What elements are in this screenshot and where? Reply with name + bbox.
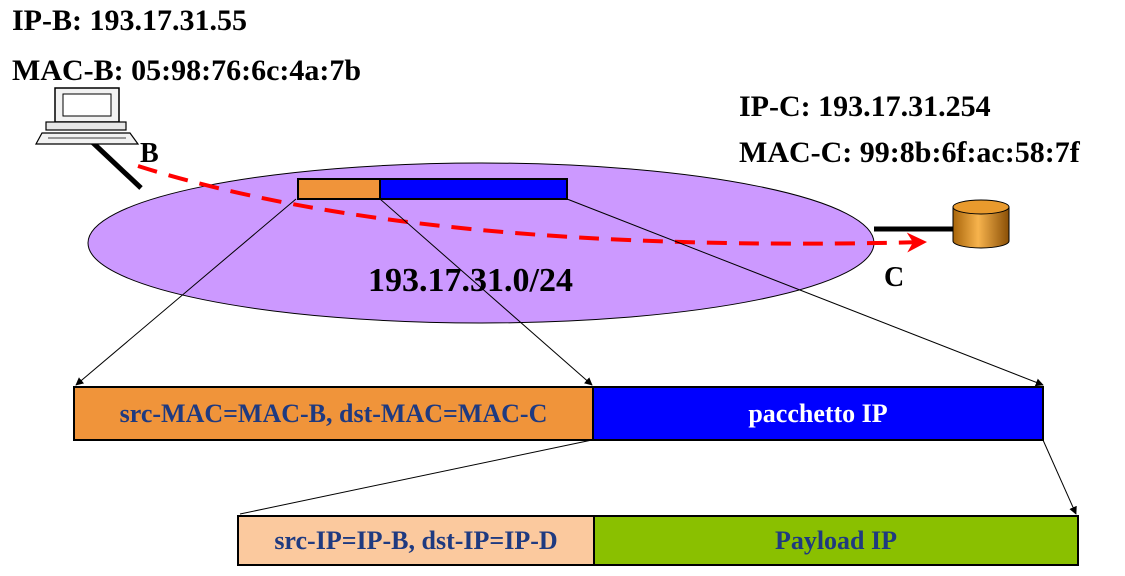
zoom-line [379,198,593,386]
ip-header-field: src-IP=IP-B, dst-IP=IP-D [237,515,595,566]
node-b-label: B [140,138,159,169]
subnet-label: 193.17.31.0/24 [368,262,573,299]
host-b-cable [88,138,143,190]
frame-header-field: src-MAC=MAC-B, dst-MAC=MAC-C [73,386,594,441]
computer-icon [34,87,140,145]
frame-payload-text: pacchetto IP [748,398,888,428]
host-b-mac-label: MAC-B: 05:98:76:6c:4a:7b [12,54,362,87]
zoom-line [566,198,1044,387]
host-c-ip-label: IP-C: 193.17.31.254 [739,90,991,123]
path-b-to-c [137,164,927,253]
zoom-line [1042,439,1077,515]
ip-payload-field: Payload IP [593,515,1079,566]
frame-header-text: src-MAC=MAC-B, dst-MAC=MAC-C [119,398,548,428]
small-frame-payload [379,178,568,200]
database-icon [952,199,1010,249]
small-frame-header [297,178,381,200]
host-b-ip-label: IP-B: 193.17.31.55 [12,4,247,37]
zoom-line [75,198,297,386]
node-c-label: C [884,262,905,293]
ip-header-text: src-IP=IP-B, dst-IP=IP-D [274,525,558,555]
ip-payload-text: Payload IP [774,525,898,555]
frame-payload-field: pacchetto IP [592,386,1044,441]
zoom-line [239,439,593,515]
host-c-mac-label: MAC-C: 99:8b:6f:ac:58:7f [739,136,1080,169]
